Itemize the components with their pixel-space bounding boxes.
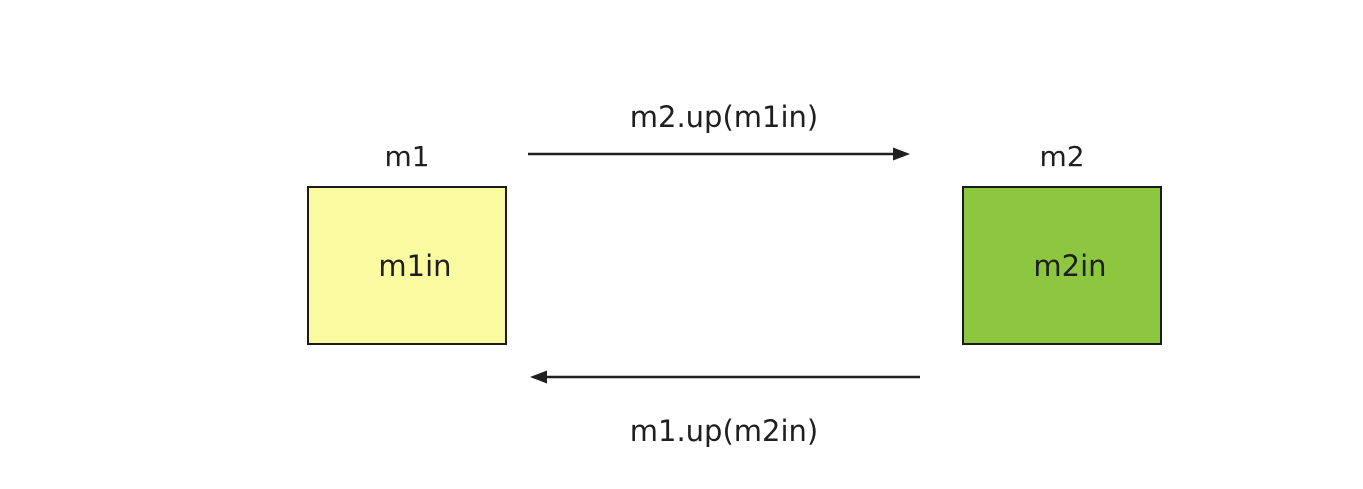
node-m2-title: m2 (1039, 140, 1085, 173)
left-arrowhead-icon (530, 370, 547, 384)
m2-up-arrow (528, 147, 910, 161)
edge-label-m2-up: m2.up(m1in) (629, 100, 819, 134)
node-m2-box: m2in (962, 186, 1162, 345)
edge-label-m1-up: m1.up(m2in) (629, 414, 819, 448)
node-m1-box: m1in (307, 186, 507, 345)
node-m1-title: m1 (384, 140, 430, 173)
right-arrowhead-icon (893, 147, 910, 161)
m1-up-arrow (530, 370, 920, 384)
node-m2-label: m2in (1033, 248, 1107, 283)
node-m1-label: m1in (378, 248, 452, 283)
